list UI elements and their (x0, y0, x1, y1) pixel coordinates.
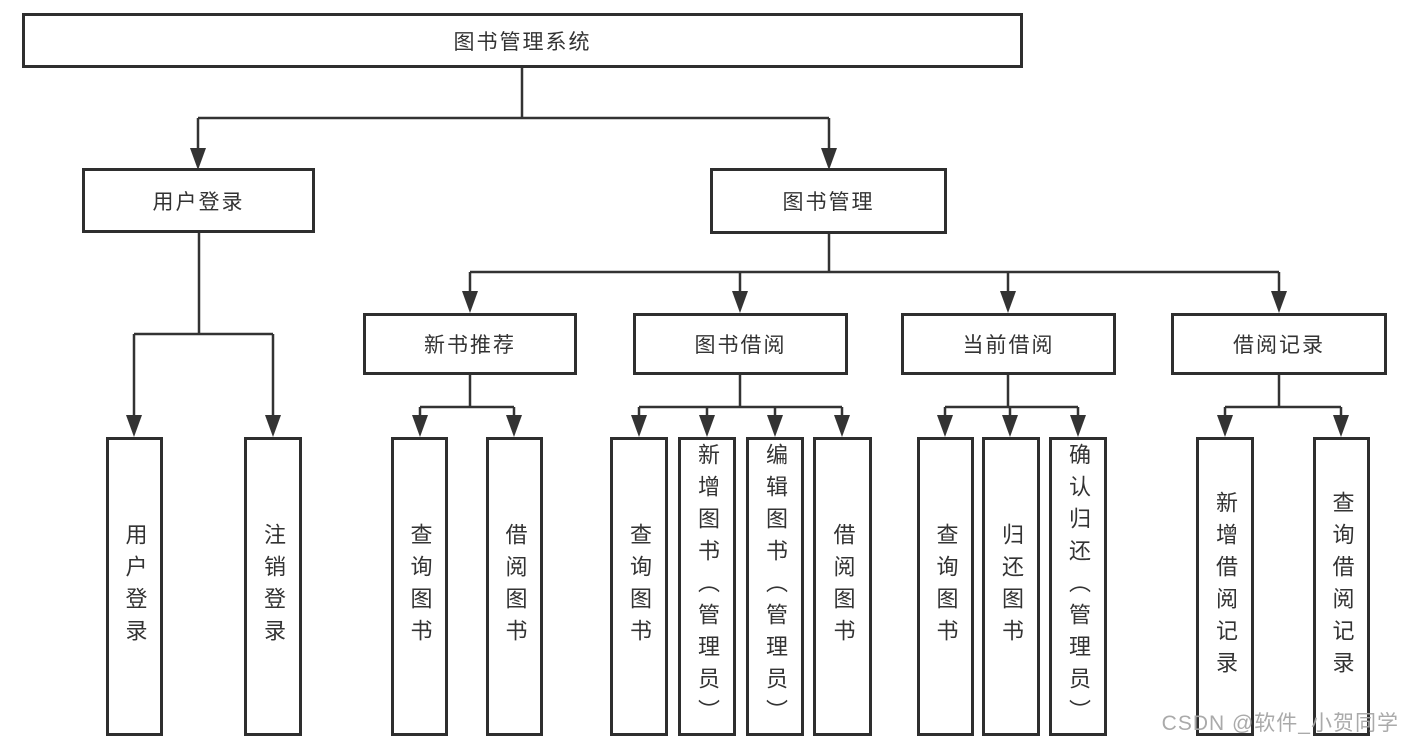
arrow-down-icon (126, 415, 142, 437)
node-book-borrowing-label: 图书借阅 (694, 334, 787, 357)
arrow-down-icon (1000, 291, 1016, 313)
leaf-bb-edit-books-admin-label: 编辑图书（管理员） (763, 442, 788, 731)
arrow-down-icon (1002, 415, 1018, 437)
leaf-bb-add-books-admin: 新增图书（管理员） (678, 437, 736, 736)
arrow-down-icon (732, 291, 748, 313)
arrow-down-icon (937, 415, 953, 437)
leaf-nb-query-books: 查询图书 (391, 437, 448, 736)
node-book-borrowing: 图书借阅 (633, 313, 848, 375)
node-borrowing-records: 借阅记录 (1171, 313, 1387, 375)
arrow-down-icon (190, 148, 206, 170)
leaf-cb-confirm-return-admin: 确认归还（管理员） (1049, 437, 1107, 736)
leaf-bb-edit-books-admin: 编辑图书（管理员） (746, 437, 804, 736)
arrow-down-icon (821, 148, 837, 170)
node-book-management: 图书管理 (710, 168, 947, 234)
arrow-down-icon (265, 415, 281, 437)
node-root: 图书管理系统 (22, 13, 1023, 68)
csdn-watermark: CSDN @软件_小贺同学 (1161, 712, 1399, 735)
leaf-cb-return-books-label: 归还图书 (999, 522, 1024, 651)
arrow-down-icon (1217, 415, 1233, 437)
arrow-down-icon (631, 415, 647, 437)
leaf-cb-query-books: 查询图书 (917, 437, 974, 736)
node-new-book-recommend-label: 新书推荐 (424, 334, 516, 357)
arrow-down-icon (1333, 415, 1349, 437)
node-user-login-label: 用户登录 (152, 190, 245, 214)
leaf-bb-query-books-label: 查询图书 (627, 522, 652, 651)
arrow-down-icon (699, 415, 715, 437)
node-current-borrowing-label: 当前借阅 (962, 334, 1055, 357)
node-book-management-label: 图书管理 (782, 191, 875, 214)
leaf-logout: 注销登录 (244, 437, 302, 736)
node-root-label: 图书管理系统 (453, 30, 592, 54)
arrow-down-icon (767, 415, 783, 437)
arrow-down-icon (1070, 415, 1086, 437)
leaf-bb-borrow-books: 借阅图书 (813, 437, 872, 736)
leaf-logout-label: 注销登录 (261, 522, 286, 651)
leaf-br-add-record-label: 新增借阅记录 (1213, 490, 1238, 683)
leaf-nb-borrow-books-label: 借阅图书 (502, 522, 528, 651)
arrow-down-icon (1271, 291, 1287, 313)
node-current-borrowing: 当前借阅 (901, 313, 1116, 375)
arrow-down-icon (462, 291, 478, 313)
leaf-br-add-record: 新增借阅记录 (1196, 437, 1254, 736)
leaf-bb-query-books: 查询图书 (610, 437, 668, 736)
leaf-nb-query-books-label: 查询图书 (407, 522, 433, 651)
node-new-book-recommend: 新书推荐 (363, 313, 577, 375)
leaf-cb-query-books-label: 查询图书 (933, 522, 959, 651)
arrow-down-icon (834, 415, 850, 437)
leaf-bb-add-books-admin-label: 新增图书（管理员） (695, 442, 720, 731)
leaf-br-query-record-label: 查询借阅记录 (1329, 490, 1355, 683)
leaf-cb-confirm-return-admin-label: 确认归还（管理员） (1066, 442, 1091, 731)
node-borrowing-records-label: 借阅记录 (1233, 334, 1325, 357)
arrow-down-icon (506, 415, 522, 437)
leaf-bb-borrow-books-label: 借阅图书 (830, 522, 856, 651)
leaf-cb-return-books: 归还图书 (982, 437, 1040, 736)
leaf-br-query-record: 查询借阅记录 (1313, 437, 1370, 736)
leaf-nb-borrow-books: 借阅图书 (486, 437, 543, 736)
node-user-login: 用户登录 (82, 168, 315, 233)
leaf-user-login: 用户登录 (106, 437, 163, 736)
arrow-down-icon (412, 415, 428, 437)
leaf-user-login-label: 用户登录 (122, 522, 148, 651)
